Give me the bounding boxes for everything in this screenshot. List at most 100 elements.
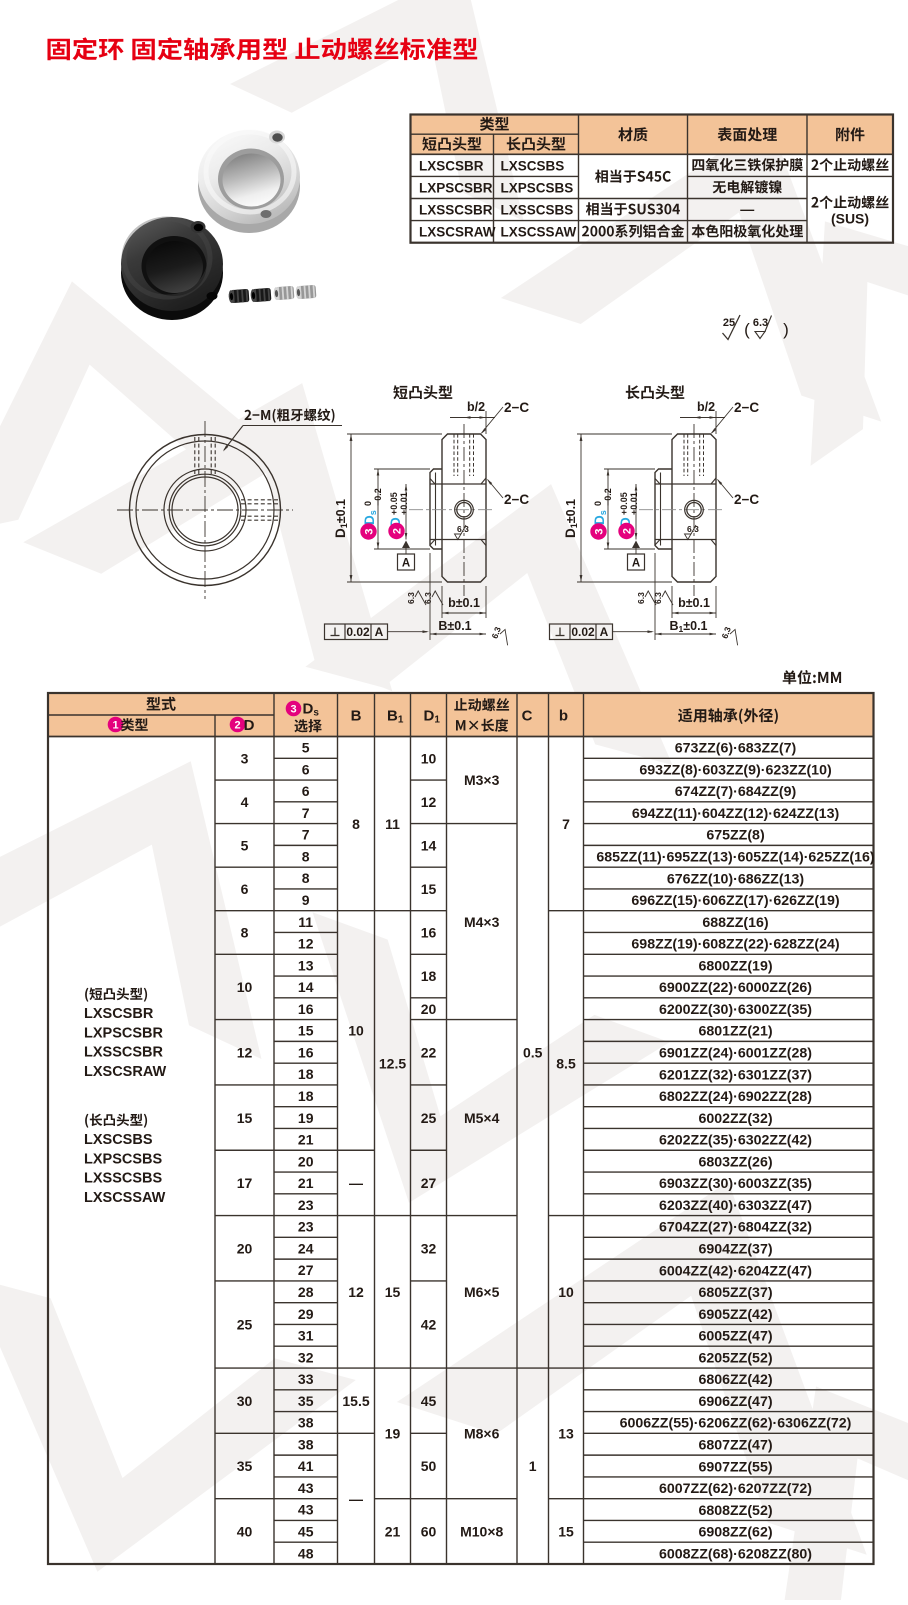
svg-text:7: 7 xyxy=(302,827,310,843)
svg-text:20: 20 xyxy=(237,1240,253,1256)
svg-text:23: 23 xyxy=(298,1197,314,1213)
svg-text:48: 48 xyxy=(298,1545,314,1561)
svg-text:A: A xyxy=(402,558,410,570)
svg-text:10: 10 xyxy=(348,1023,364,1039)
svg-text:8.5: 8.5 xyxy=(556,1055,576,1071)
svg-text:18: 18 xyxy=(298,1066,314,1082)
svg-text:6006ZZ(55)·6206ZZ(62)·6306ZZ(7: 6006ZZ(55)·6206ZZ(62)·6306ZZ(72) xyxy=(620,1416,852,1432)
svg-text:31: 31 xyxy=(298,1328,314,1344)
svg-text:2−C: 2−C xyxy=(504,400,529,415)
svg-text:45: 45 xyxy=(421,1393,437,1409)
svg-text:6908ZZ(62): 6908ZZ(62) xyxy=(698,1525,772,1541)
svg-text:15.5: 15.5 xyxy=(342,1393,369,1409)
svg-text:6203ZZ(40)·6303ZZ(47): 6203ZZ(40)·6303ZZ(47) xyxy=(659,1198,812,1214)
svg-text:LXSCSBR: LXSCSBR xyxy=(84,1006,154,1022)
svg-text:18: 18 xyxy=(421,968,437,984)
svg-text:LXSCSRAW: LXSCSRAW xyxy=(84,1064,166,1080)
svg-text:+0.05: +0.05 xyxy=(389,492,399,515)
svg-text:14: 14 xyxy=(298,979,314,995)
svg-text:LXSSCSBR: LXSSCSBR xyxy=(84,1045,163,1061)
svg-text:LXSCSSAW: LXSCSSAW xyxy=(84,1190,166,1206)
svg-text:LXPSCSBS: LXPSCSBS xyxy=(501,180,574,195)
svg-text:15: 15 xyxy=(298,1023,314,1039)
svg-text:21: 21 xyxy=(385,1524,401,1540)
svg-text:6.3: 6.3 xyxy=(489,625,503,640)
svg-text:35: 35 xyxy=(298,1393,314,1409)
svg-text:0: 0 xyxy=(363,501,373,506)
svg-text:693ZZ(8)·603ZZ(9)·623ZZ(10): 693ZZ(8)·603ZZ(9)·623ZZ(10) xyxy=(639,762,832,778)
svg-text:0.02: 0.02 xyxy=(571,625,595,639)
svg-text:27: 27 xyxy=(421,1175,437,1191)
svg-text:28: 28 xyxy=(298,1284,314,1300)
svg-text:2: 2 xyxy=(234,720,240,732)
svg-text:6: 6 xyxy=(302,783,310,799)
svg-text:38: 38 xyxy=(298,1415,314,1431)
svg-text:7: 7 xyxy=(302,805,310,821)
svg-text:6002ZZ(32): 6002ZZ(32) xyxy=(698,1111,772,1127)
svg-text:15: 15 xyxy=(237,1110,253,1126)
svg-text:(SUS): (SUS) xyxy=(831,211,869,227)
svg-text:2−C: 2−C xyxy=(504,492,529,507)
svg-text:43: 43 xyxy=(298,1502,314,1518)
svg-text:21: 21 xyxy=(298,1175,314,1191)
svg-text:b/2: b/2 xyxy=(467,400,485,414)
svg-text:1: 1 xyxy=(112,720,118,732)
svg-text:20: 20 xyxy=(421,1001,437,1017)
svg-text:50: 50 xyxy=(421,1458,437,1474)
svg-text:LXPSCSBR: LXPSCSBR xyxy=(84,1025,163,1041)
svg-text:698ZZ(19)·608ZZ(22)·628ZZ(24): 698ZZ(19)·608ZZ(22)·628ZZ(24) xyxy=(631,937,839,953)
svg-text:3: 3 xyxy=(594,528,606,534)
svg-text:38: 38 xyxy=(298,1436,314,1452)
svg-text:12: 12 xyxy=(298,936,314,952)
svg-text:22: 22 xyxy=(421,1044,437,1060)
svg-text:6005ZZ(47): 6005ZZ(47) xyxy=(698,1329,772,1345)
svg-text:675ZZ(8): 675ZZ(8) xyxy=(706,828,765,844)
svg-text:25: 25 xyxy=(237,1317,253,1333)
svg-text:C: C xyxy=(522,708,533,725)
svg-text:19: 19 xyxy=(298,1110,314,1126)
svg-text:11: 11 xyxy=(385,816,400,832)
svg-text:6.3: 6.3 xyxy=(423,592,433,604)
svg-text:LXSSCSBS: LXSSCSBS xyxy=(501,203,574,218)
svg-text:6704ZZ(27)·6804ZZ(32): 6704ZZ(27)·6804ZZ(32) xyxy=(659,1220,812,1236)
svg-text:b/2: b/2 xyxy=(697,400,715,414)
svg-text:12: 12 xyxy=(421,794,437,810)
svg-text:16: 16 xyxy=(421,925,437,941)
svg-text:B±0.1: B±0.1 xyxy=(438,619,471,633)
svg-text:6807ZZ(47): 6807ZZ(47) xyxy=(698,1437,772,1453)
svg-text:LXSCSBS: LXSCSBS xyxy=(84,1132,153,1148)
svg-text:43: 43 xyxy=(298,1480,314,1496)
svg-text:6200ZZ(30)·6300ZZ(35): 6200ZZ(30)·6300ZZ(35) xyxy=(659,1002,812,1018)
svg-text:13: 13 xyxy=(558,1426,574,1442)
svg-text:LXSCSSAW: LXSCSSAW xyxy=(501,225,577,240)
svg-text:7: 7 xyxy=(562,816,570,832)
svg-text:15: 15 xyxy=(558,1524,574,1540)
svg-text:6906ZZ(47): 6906ZZ(47) xyxy=(698,1394,772,1410)
svg-text:): ) xyxy=(783,320,789,339)
svg-text:6.3: 6.3 xyxy=(406,592,416,604)
svg-text:6.3: 6.3 xyxy=(719,625,733,640)
svg-text:LXSSCSBR: LXSSCSBR xyxy=(419,203,493,218)
svg-text:6202ZZ(35)·6302ZZ(42): 6202ZZ(35)·6302ZZ(42) xyxy=(659,1133,812,1149)
svg-text:M3×3: M3×3 xyxy=(464,772,500,788)
svg-text:6900ZZ(22)·6000ZZ(26): 6900ZZ(22)·6000ZZ(26) xyxy=(659,980,812,996)
svg-text:B: B xyxy=(351,708,362,725)
svg-text:40: 40 xyxy=(237,1524,253,1540)
svg-text:M6×5: M6×5 xyxy=(464,1284,500,1300)
svg-text:6903ZZ(30)·6003ZZ(35): 6903ZZ(30)·6003ZZ(35) xyxy=(659,1176,812,1192)
svg-text:LXPSCSBR: LXPSCSBR xyxy=(419,180,493,195)
svg-text:b±0.1: b±0.1 xyxy=(678,596,710,610)
svg-text:24: 24 xyxy=(298,1240,314,1256)
svg-text:6806ZZ(42): 6806ZZ(42) xyxy=(698,1372,772,1388)
svg-text:—: — xyxy=(740,201,754,217)
svg-text:6.3: 6.3 xyxy=(636,592,646,604)
svg-text:LXPSCSBS: LXPSCSBS xyxy=(84,1151,162,1167)
svg-text:688ZZ(16): 688ZZ(16) xyxy=(702,915,769,931)
svg-text:32: 32 xyxy=(421,1240,437,1256)
svg-text:6.3: 6.3 xyxy=(687,524,699,534)
svg-text:25: 25 xyxy=(723,317,735,329)
svg-text:60: 60 xyxy=(421,1524,437,1540)
svg-text:3: 3 xyxy=(364,528,376,534)
svg-text:A: A xyxy=(375,625,384,639)
svg-text:29: 29 xyxy=(298,1306,314,1322)
